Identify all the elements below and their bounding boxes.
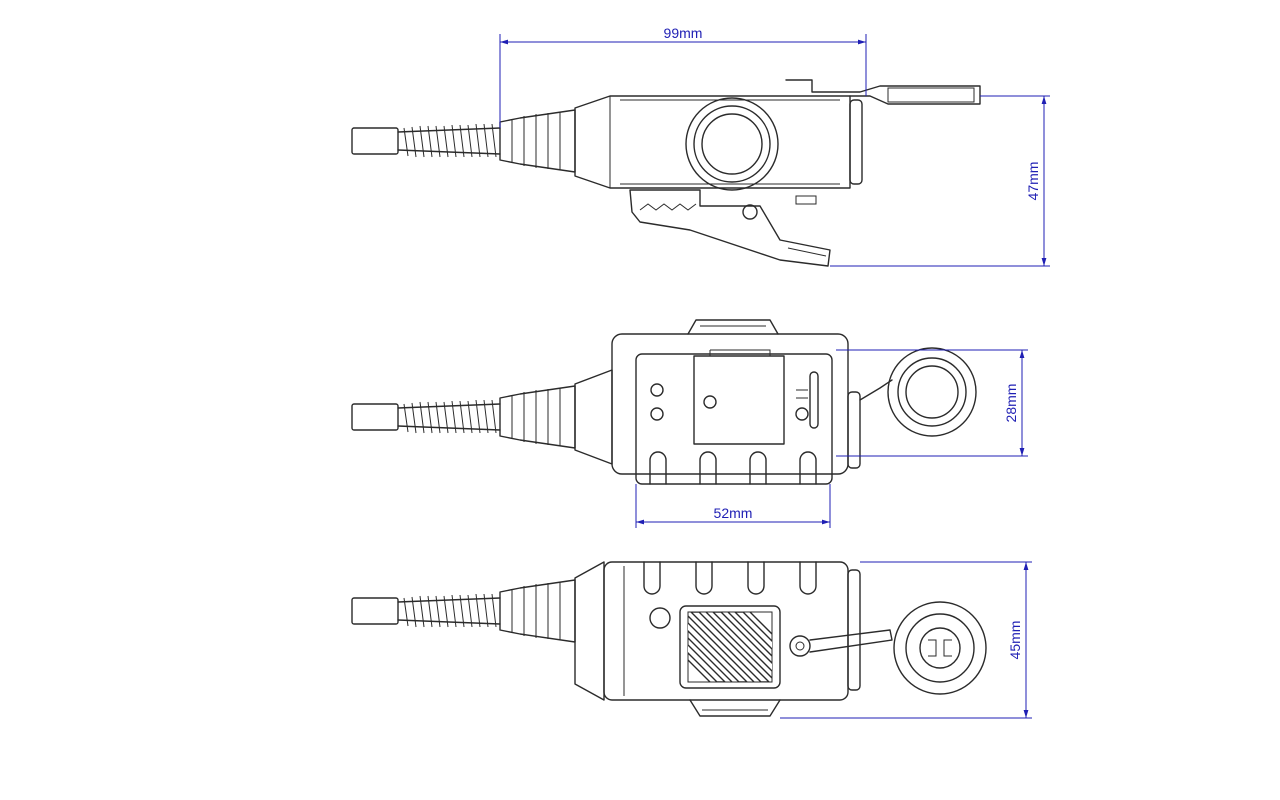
bottom-knob [689, 699, 781, 717]
top-knob [687, 319, 779, 335]
cable-spring-2 [397, 399, 501, 434]
grip-pad [679, 605, 781, 689]
cable-plug [351, 127, 399, 155]
cap-lever [789, 629, 893, 657]
cable-plug-2 [351, 403, 399, 431]
top-latch [785, 79, 981, 105]
cable-boot-3 [499, 579, 576, 643]
belt-clip [635, 349, 833, 485]
cable-boot [499, 109, 576, 173]
connector-cap [893, 601, 987, 695]
end-cap [849, 99, 863, 185]
ptt-button-inner [701, 113, 763, 175]
ptt-button-ring [693, 105, 771, 183]
dim-height: 47mm [830, 95, 1050, 267]
body-shell [574, 95, 851, 189]
clip-view [351, 319, 977, 485]
cable-spring-3 [397, 593, 501, 628]
screw-hole [649, 607, 671, 629]
body-shell-3 [603, 561, 849, 701]
dim-depth-label: 45mm [1007, 621, 1023, 660]
lower-clip [629, 189, 831, 267]
dim-clip-width-label: 52mm [714, 505, 753, 521]
dim-length-label: 99mm [664, 25, 703, 41]
dim-depth: 45mm [780, 561, 1032, 719]
cable-spring [397, 123, 501, 158]
dim-clip-width: 52mm [635, 484, 831, 528]
side-view [351, 79, 981, 267]
cable-boot-2 [499, 385, 576, 449]
dust-cap [859, 347, 977, 437]
dim-clip-height-label: 28mm [1003, 384, 1019, 423]
bottom-view [351, 561, 987, 717]
dim-clip-height: 28mm [836, 349, 1028, 457]
ptt-button-outer [685, 97, 779, 191]
cable-plug-3 [351, 597, 399, 625]
dim-height-label: 47mm [1025, 162, 1041, 201]
dim-length: 99mm [499, 25, 867, 128]
